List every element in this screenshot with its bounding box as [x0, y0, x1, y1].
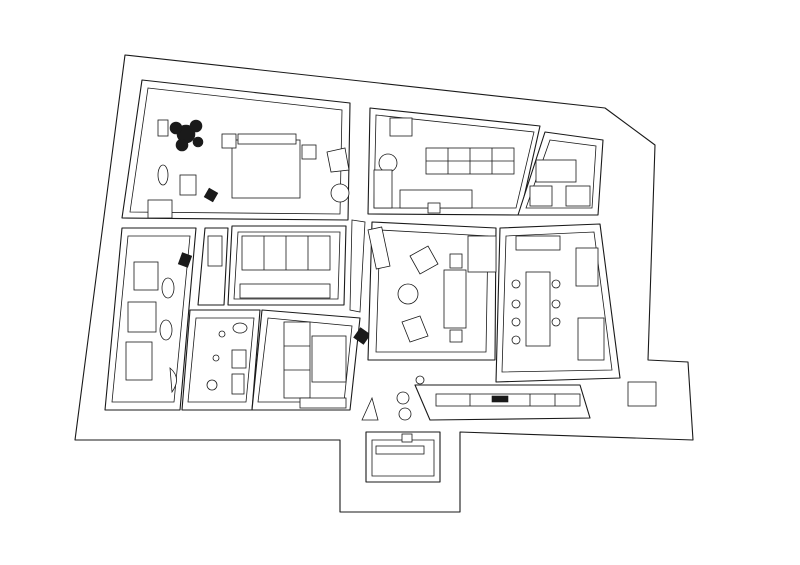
bed: [311, 335, 347, 383]
kitchen: [396, 375, 591, 421]
dining-table: [525, 271, 551, 347]
closet: [517, 131, 604, 216]
wardrobe-room: [227, 225, 347, 306]
round-table: [330, 183, 350, 203]
plant-icon: [169, 119, 204, 152]
dining-room: [495, 223, 657, 407]
bedroom: [121, 79, 351, 221]
bed: [231, 139, 301, 199]
bar-stool: [398, 407, 412, 421]
hall-closet: [197, 227, 229, 306]
bar-stool: [396, 391, 410, 405]
living-room: [367, 221, 497, 361]
hallway-stool: [177, 252, 193, 268]
laundry-room: [181, 309, 261, 411]
sofa: [443, 269, 467, 329]
bookshelf: [425, 147, 515, 175]
entry-stool: [353, 327, 371, 345]
side-chair: [203, 187, 219, 203]
entrance: [365, 431, 441, 483]
office: [367, 107, 541, 216]
guest-room: [251, 309, 371, 411]
coffee-table: [397, 283, 419, 305]
bathroom: [104, 227, 197, 411]
